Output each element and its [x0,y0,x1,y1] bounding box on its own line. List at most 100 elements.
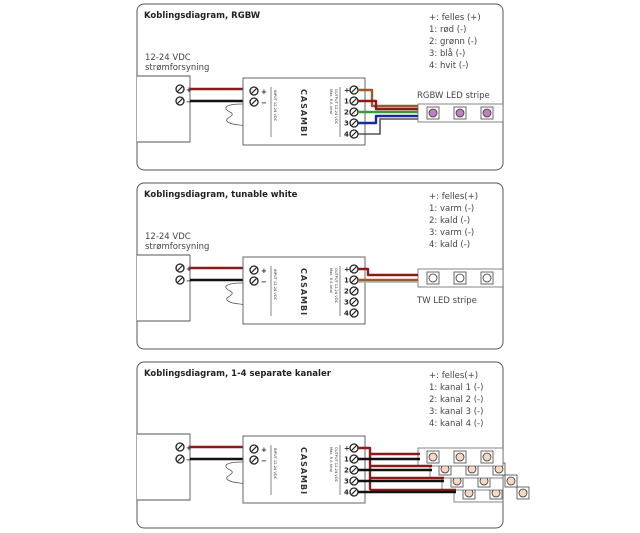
output-terminal: 2 [344,288,349,296]
output-terminal: 2 [344,109,349,117]
panel-title: Koblingsdiagram, tunable white [144,190,298,200]
led-icon [482,273,492,283]
psu-label: strømforsyning [145,63,209,73]
panel-rgbw: Koblingsdiagram, RGBW +: felles (+) 1: rød… [136,3,504,171]
legend-item: 2: kanal 2 (-) [429,395,483,405]
input-terminal-plus: + [261,88,267,96]
screw-slot [351,456,357,462]
screw-slot [351,288,357,294]
screw-slot [351,467,357,473]
input-terminal-plus: + [261,446,267,454]
panel-title: Koblingsdiagram, RGBW [144,11,261,21]
psu-terminal-plus: + [186,265,192,273]
power-supply [137,433,191,501]
output-terminal: 3 [344,299,349,307]
psu-terminal-plus: + [186,444,192,452]
input-terminal-minus: − [261,278,267,286]
screw-slot [351,109,357,115]
screw-slot [351,98,357,104]
output-max: Max. 6 A total [329,447,333,472]
output-terminal: 1 [344,277,349,285]
led-icon [428,108,438,118]
input-label: INPUT 12-24 VDC [273,90,277,122]
legend-item: 2: kald (-) [429,216,470,226]
panel-tw: Koblingsdiagram, tunable white +: felles(… [136,182,504,350]
screw-slot [351,87,357,93]
led-icon [482,452,492,462]
screw-slot [251,278,257,284]
screw-slot [177,86,183,92]
output-terminal: 1 [344,98,349,106]
input-terminal-minus: − [261,99,267,107]
screw-slot [351,445,357,451]
screw-slot [351,489,357,495]
led-icon [506,476,516,486]
output-max: Max. 6 A total [329,268,333,293]
legend-item: 3: kanal 3 (-) [429,407,483,417]
screw-slot [351,478,357,484]
screw-slot [351,131,357,137]
wire-white [358,118,418,135]
legend-item: +: felles (+) [429,13,481,23]
wire-red [358,99,418,111]
psu-label: strømforsyning [145,242,209,252]
brand-logo: CASAMBI [299,89,308,137]
led-icon [455,273,465,283]
screw-slot [251,446,257,452]
led-icon [455,108,465,118]
screw-slot [351,120,357,126]
legend-item: 2: grønn (-) [429,37,477,47]
output-label: OUTPUT 12-24 VDC [334,89,338,125]
screw-slot [177,277,183,283]
panel-title: Koblingsdiagram, 1-4 separate kanaler [144,369,332,379]
psu-label: 12-24 VDC [145,53,191,63]
output-terminal: + [344,266,350,274]
wire-common [358,267,418,277]
strip-label: RGBW LED stripe [417,91,490,101]
psu-terminal-plus: + [186,86,192,94]
psu-terminal-minus: − [186,277,192,285]
screw-slot [177,456,183,462]
legend-item: 1: kanal 1 (-) [429,383,483,393]
brand-logo: CASAMBI [299,447,308,495]
input-terminal-minus: − [261,457,267,465]
led-icon [482,108,492,118]
legend-item: 1: varm (-) [429,204,474,214]
led-icon [428,273,438,283]
screw-slot [351,277,357,283]
output-terminal: 3 [344,120,349,128]
legend-item: +: felles(+) [429,371,478,381]
screw-slot [351,299,357,305]
controller-body [242,77,366,146]
legend-item: 4: kanal 4 (-) [429,419,483,429]
legend-item: 1: rød (-) [429,25,466,35]
output-terminal: 4 [344,310,349,318]
wire-blue [358,114,418,125]
power-supply [137,254,191,322]
legend-item: 4: hvit (-) [429,61,469,71]
legend-item: 3: varm (-) [429,228,474,238]
legend-item: 3: blå (-) [429,48,465,59]
output-terminal: 4 [344,489,349,497]
screw-slot [177,444,183,450]
output-terminal: 2 [344,467,349,475]
screw-slot [251,457,257,463]
screw-slot [177,98,183,104]
output-max: Max. 6 A total [329,89,333,114]
screw-slot [251,99,257,105]
legend-item: +: felles(+) [429,192,478,202]
brand-logo: CASAMBI [299,268,308,316]
psu-label: 12-24 VDC [145,232,191,242]
controller-body [242,256,366,325]
output-terminal: + [344,87,350,95]
mounting-clip [225,461,244,485]
output-terminal: 3 [344,478,349,486]
output-label: OUTPUT 12-24 VDC [334,447,338,483]
wire-common [358,88,418,108]
output-terminal: 1 [344,456,349,464]
psu-terminal-minus: − [186,456,192,464]
panel-multi: Koblingsdiagram, 1-4 separate kanaler +: … [136,361,530,529]
